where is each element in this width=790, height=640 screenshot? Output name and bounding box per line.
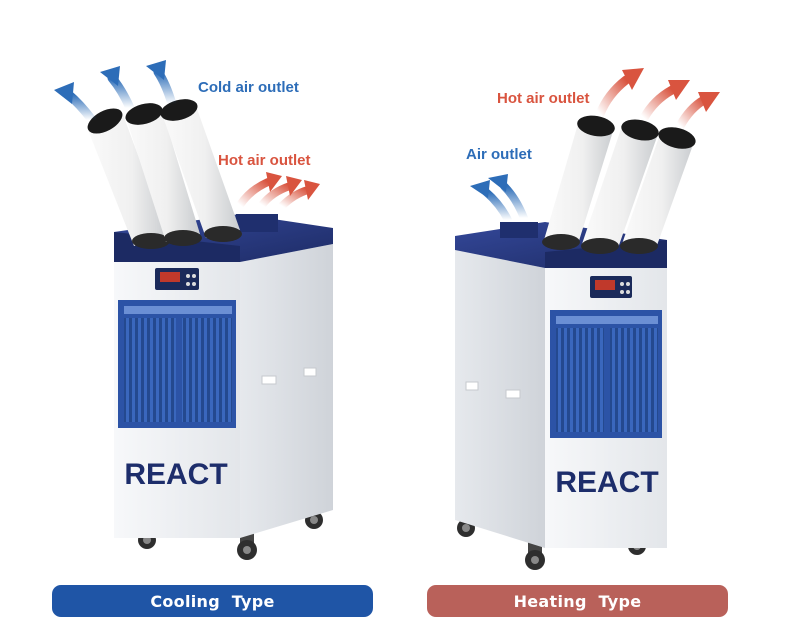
cold-air-hose — [160, 99, 242, 242]
air-outlet-label: Air outlet — [466, 146, 532, 163]
cold-air-arrow-icon — [146, 60, 177, 109]
cooling-type-badge: Cooling Type — [52, 585, 373, 617]
cold-air-hose — [87, 108, 170, 249]
hot-air-arrow-icon — [595, 68, 644, 119]
hot-air-hose — [542, 115, 615, 250]
control-panel-icon — [155, 268, 199, 290]
hot-air-arrow-icon — [278, 180, 320, 210]
cooling-unit: REACT — [54, 60, 333, 560]
hot-air-arrow-icon — [639, 80, 690, 123]
cold-air-arrow-icon — [488, 174, 528, 222]
hot-air-hose — [620, 127, 696, 254]
hot-air-arrow-icon — [675, 92, 720, 131]
hot-air-arrow-icon — [258, 176, 302, 209]
cold-air-outlet-label: Cold air outlet — [198, 79, 299, 96]
brand-logo: REACT — [124, 458, 227, 491]
hot-air-outlet-label: Hot air outlet — [218, 152, 311, 169]
hot-air-hose — [581, 119, 659, 254]
cold-air-arrow-icon — [100, 66, 135, 113]
hot-air-arrow-icon — [236, 172, 282, 209]
heating-unit: REACT — [455, 68, 720, 570]
cold-air-hose — [125, 103, 202, 246]
control-panel-icon — [590, 276, 632, 298]
hot-air-outlet-label-right: Hot air outlet — [497, 90, 590, 107]
brand-logo: REACT — [555, 466, 658, 499]
heating-type-badge: Heating Type — [427, 585, 728, 617]
cold-air-arrow-icon — [470, 180, 512, 224]
cold-air-arrow-icon — [54, 82, 97, 125]
